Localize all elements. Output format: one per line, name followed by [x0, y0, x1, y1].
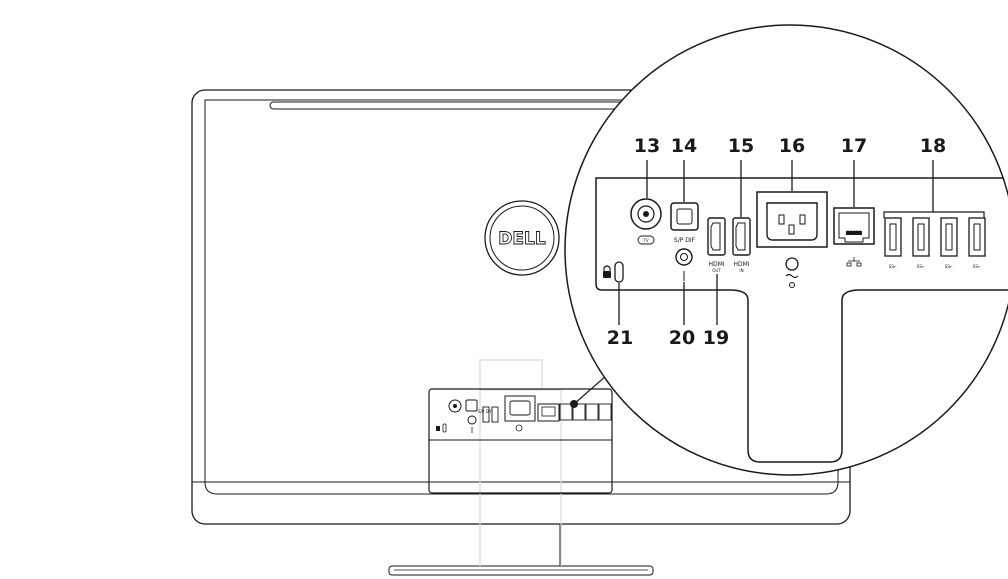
- svg-text:HDMI: HDMI: [733, 261, 749, 268]
- callout-21: 21: [607, 327, 633, 349]
- spdif-port: S/P DIF: [670, 202, 699, 244]
- svg-text:SS⇠: SS⇠: [945, 264, 953, 269]
- svg-text:S/P DIF: S/P DIF: [674, 237, 696, 244]
- stand: [388, 523, 654, 576]
- callout-19: 19: [703, 327, 729, 349]
- callout-18: 18: [920, 135, 946, 157]
- svg-text:S/P DIF: S/P DIF: [478, 409, 493, 414]
- callout-15: 15: [728, 135, 754, 157]
- svg-text:OUT: OUT: [712, 268, 721, 273]
- usb3-ports: SS⇠ SS⇠ SS⇠ SS⇠: [883, 211, 986, 269]
- callout-20: 20: [669, 327, 695, 349]
- usb-port-2: SS⇠: [912, 217, 930, 269]
- usb-port-4: SS⇠: [968, 217, 986, 269]
- hdmi-in-port: HDMI IN: [732, 217, 751, 273]
- callout-leader-lines: [618, 160, 934, 325]
- tv-coax-port: TV: [630, 198, 662, 245]
- power-port: [756, 191, 828, 288]
- dell-logo: DELL: [484, 200, 560, 276]
- headset-port: [675, 248, 693, 281]
- usb-port-3: SS⇠: [940, 217, 958, 269]
- highlight-outline: [479, 359, 562, 566]
- callout-13: 13: [634, 135, 660, 157]
- zoom-magnifier: TV S/P DIF HDMI OUT: [564, 24, 1008, 476]
- network-port: [833, 207, 875, 267]
- callout-14: 14: [671, 135, 697, 157]
- callout-16: 16: [779, 135, 805, 157]
- hdmi-out-port: HDMI OUT: [707, 217, 726, 273]
- svg-text:SS⇠: SS⇠: [973, 264, 981, 269]
- lock-icon: [603, 265, 611, 278]
- usb-port-1: SS⇠: [884, 217, 902, 269]
- svg-text:IN: IN: [739, 268, 743, 273]
- small-io-panel: S/P DIF: [428, 388, 613, 494]
- svg-text:SS⇠: SS⇠: [917, 264, 925, 269]
- svg-text:HDMI: HDMI: [708, 261, 724, 268]
- security-cable-slot: [603, 261, 624, 283]
- svg-text:TV: TV: [642, 238, 648, 243]
- logo-text: DELL: [498, 229, 546, 249]
- callout-17: 17: [841, 135, 867, 157]
- svg-text:SS⇠: SS⇠: [889, 264, 897, 269]
